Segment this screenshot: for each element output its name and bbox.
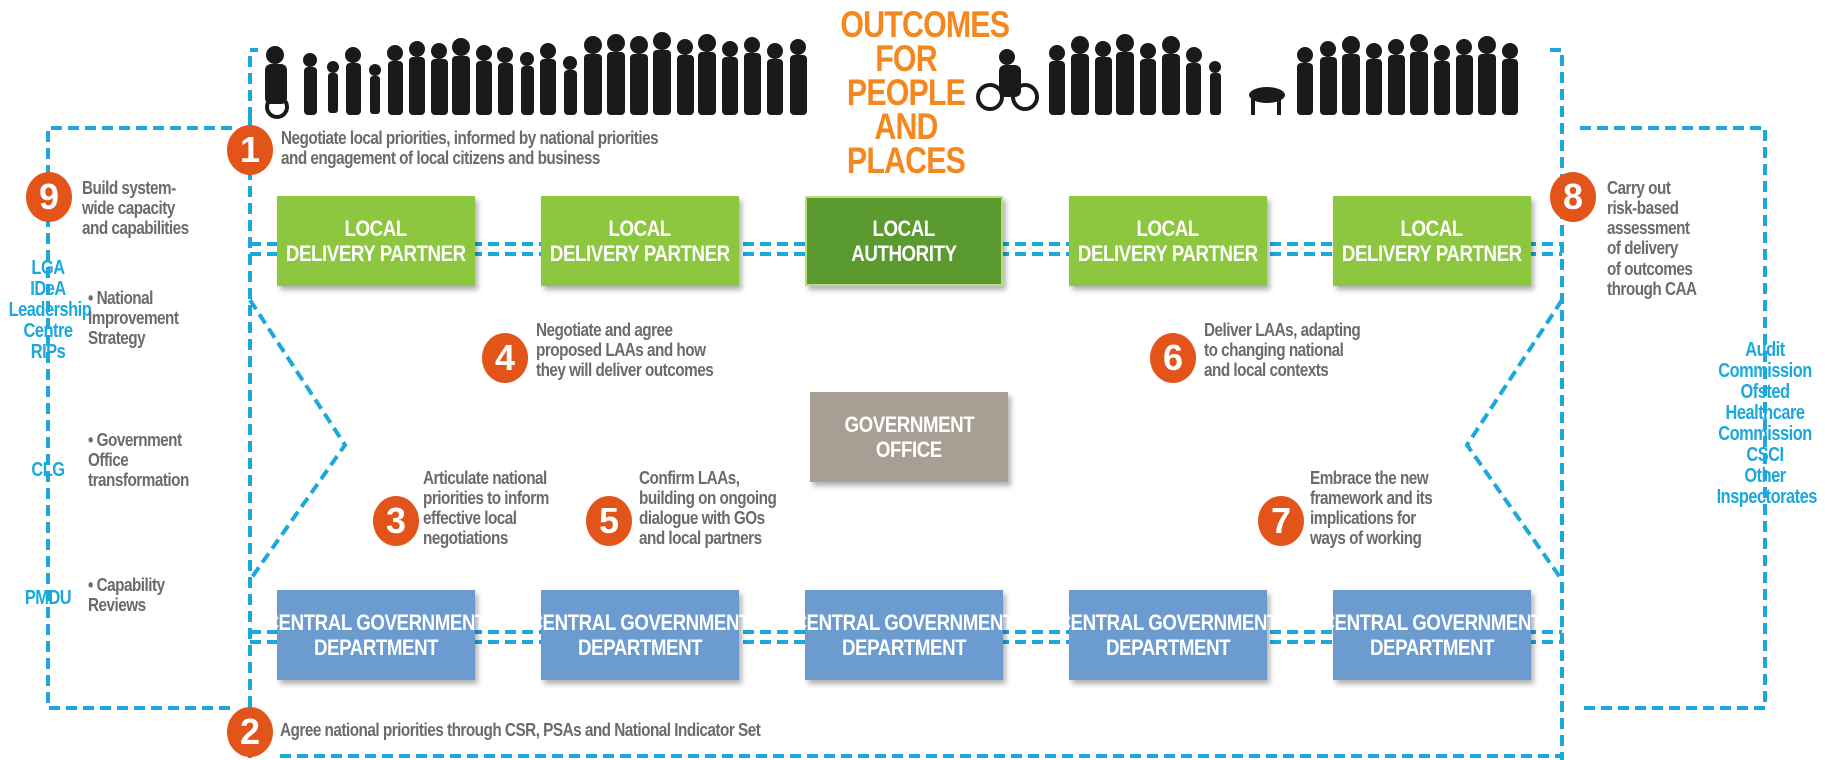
step-7-text: Embrace the new framework and its implic… [1310,468,1433,549]
step-4-badge: 4 [482,333,528,383]
step-8-text: Carry out risk-based assessment of deliv… [1607,178,1697,299]
bullet-government-office-transformation: • Government Office transformation [88,430,189,491]
pmdu-label: PMDU [24,587,72,609]
step-7-badge: 7 [1258,496,1304,546]
step-3-text: Articulate national priorities to inform… [423,468,549,549]
bullet-national-improvement-strategy: • National Improvement Strategy [88,288,179,349]
step-2-text: Agree national priorities through CSR, P… [280,720,761,740]
step-1-text: Negotiate local priorities, informed by … [281,128,659,169]
step-9-badge: 9 [26,172,72,222]
step-5-text: Confirm LAAs, building on ongoing dialog… [639,468,777,549]
outcomes-title: OUTCOMES FOR PEOPLE AND PLACES [840,4,1010,182]
clg-label: CLG [31,459,65,481]
step-9-text: Build system- wide capacity and capabili… [82,178,189,239]
inspectorate-labels: Audit Commission Ofsted Healthcare Commi… [1716,339,1818,508]
crowd-silhouette-right [976,34,1518,115]
step-5-badge: 5 [586,496,632,546]
step-8-badge: 8 [1550,172,1596,222]
step-4-text: Negotiate and agree proposed LAAs and ho… [536,320,714,381]
bullet-capability-reviews: • Capability Reviews [88,575,165,616]
crowd-silhouette-left [265,32,807,119]
capacity-bodies-labels: LGA IDeA Leadership Centre RIPs [8,257,92,363]
step-6-badge: 6 [1150,333,1196,383]
step-3-badge: 3 [373,496,419,546]
step-6-text: Deliver LAAs, adapting to changing natio… [1204,320,1361,381]
step-2-badge: 2 [227,707,273,757]
step-1-badge: 1 [227,125,273,175]
